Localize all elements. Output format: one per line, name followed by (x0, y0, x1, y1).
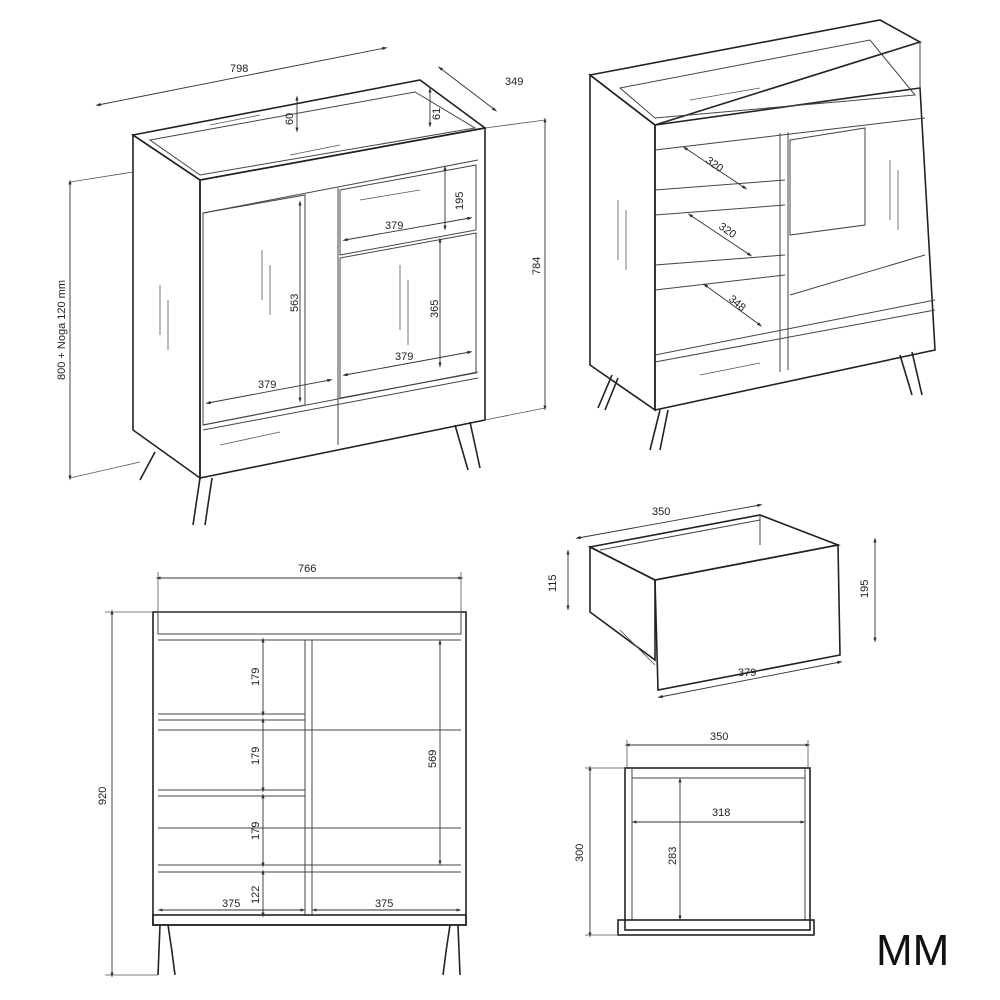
dim-depth: 349 (505, 76, 523, 88)
dim-bottom-left-width: 375 (222, 898, 240, 910)
dim-shelf-3: 179 (250, 822, 262, 840)
dim-bottom-right-width: 375 (375, 898, 393, 910)
dim-door-right-height: 365 (429, 300, 441, 318)
dim-drawer-front-width: 379 (738, 667, 756, 679)
perspective-front-view: 798 349 60 61 195 379 563 365 379 379 78… (56, 46, 547, 526)
dim-top-rail-right: 61 (431, 108, 443, 120)
dim-shelf-1: 179 (250, 668, 262, 686)
dim-drawer-front-height: 195 (859, 580, 871, 598)
dim-top-rail: 60 (284, 113, 296, 125)
dim-side-height: 300 (574, 844, 586, 862)
dim-shelf-depth-3: 348 (726, 293, 748, 314)
dim-door-left-width: 379 (258, 379, 276, 391)
dim-drawer-width: 379 (385, 220, 403, 232)
front-elevation-view: 766 920 179 179 179 569 122 375 375 (97, 563, 467, 978)
dim-total-height: 800 + Noga 120 mm (56, 280, 68, 380)
side-section-view: 350 318 283 300 (574, 731, 815, 938)
dim-side-inner-height: 283 (667, 847, 679, 865)
dim-right-compartment: 569 (427, 750, 439, 768)
dim-shelf-2: 179 (250, 747, 262, 765)
drawer-view: 350 115 195 379 (547, 503, 877, 699)
dim-shelf-depth-2: 320 (716, 221, 738, 241)
dim-elev-width: 766 (298, 563, 316, 575)
dim-drawer-box-height: 115 (547, 574, 559, 592)
dim-drawer-height: 195 (454, 192, 466, 210)
dim-side-inner-depth: 318 (712, 807, 730, 819)
perspective-open-view: 320 320 348 (588, 19, 936, 451)
unit-label: MM (876, 926, 949, 975)
dim-width: 798 (230, 63, 248, 75)
dim-elev-height: 920 (97, 787, 109, 805)
dim-height: 784 (531, 257, 543, 275)
dim-bottom: 122 (250, 886, 262, 904)
dim-side-depth: 350 (710, 731, 728, 743)
dim-drawer-depth: 350 (652, 506, 670, 518)
dim-shelf-depth-1: 320 (703, 155, 725, 175)
dim-door-right-width: 379 (395, 351, 413, 363)
dim-door-left-height: 563 (289, 294, 301, 312)
